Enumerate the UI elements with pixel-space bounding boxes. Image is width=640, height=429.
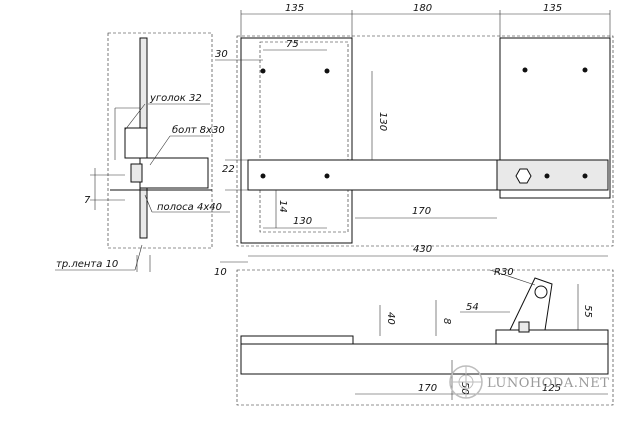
- bolt-head: [130, 163, 143, 183]
- strip-end-section: [496, 159, 609, 191]
- ear-hole: [534, 285, 548, 299]
- dim-430: 430: [413, 244, 432, 255]
- dim-135-left: 135: [285, 3, 304, 14]
- dim-22: 22: [222, 164, 235, 175]
- hole-4: [324, 173, 330, 179]
- side-view-frame: [107, 32, 213, 249]
- bolt-body: [139, 157, 209, 189]
- watermark-text: LUNOHODA.NET: [487, 376, 609, 391]
- ear-bracket: [509, 277, 553, 331]
- dim-75: 75: [286, 39, 299, 50]
- label-polosa: полоса 4х40: [157, 202, 222, 213]
- base-strip: [240, 343, 609, 375]
- mount-plate: [240, 37, 353, 244]
- dim-170-bottom: 170: [418, 383, 437, 394]
- angle-bracket: [124, 127, 148, 159]
- dim-7: 7: [84, 195, 91, 206]
- base-plate: [240, 335, 354, 345]
- hole-5: [522, 67, 528, 73]
- hole-6: [582, 67, 588, 73]
- hole-8: [582, 173, 588, 179]
- dim-125: 125: [542, 383, 561, 394]
- dim-10: 10: [214, 267, 227, 278]
- top-bar: [495, 329, 609, 345]
- nut-hex: [515, 168, 532, 184]
- bracket-bolt: [518, 321, 530, 333]
- label-tr-lenta: тр.лента 10: [56, 259, 118, 270]
- inner-plate-outline: [259, 41, 349, 233]
- dim-55: 55: [582, 305, 593, 318]
- hole-3: [260, 173, 266, 179]
- dim-8: 8: [441, 318, 452, 324]
- dim-40: 40: [385, 312, 396, 325]
- dim-30: 30: [215, 49, 228, 60]
- dim-170-mid: 170: [412, 206, 431, 217]
- label-bolt: болт 8х30: [172, 124, 225, 136]
- dim-135-right: 135: [543, 3, 562, 14]
- dim-14: 14: [277, 200, 288, 213]
- dim-130-vert: 130: [377, 112, 388, 131]
- hole-1: [260, 68, 266, 74]
- plan-view-frame: [236, 35, 614, 247]
- watermark-logo: [449, 365, 483, 399]
- elevation-frame: [236, 269, 614, 406]
- dim-130-horiz: 130: [293, 216, 312, 227]
- dim-r30: R30: [494, 267, 514, 278]
- dim-54: 54: [466, 302, 479, 313]
- hole-2: [324, 68, 330, 74]
- label-ugolok: уголок 32: [149, 93, 202, 104]
- hole-7: [544, 173, 550, 179]
- dim-180: 180: [413, 3, 432, 14]
